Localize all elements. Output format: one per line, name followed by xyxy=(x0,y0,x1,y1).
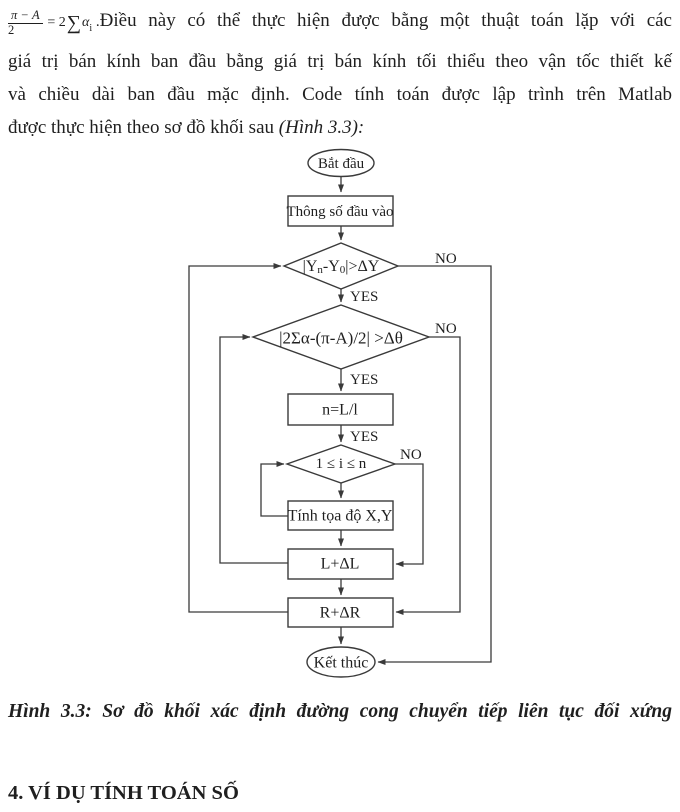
process-xy-label: Tính tọa độ X,Y xyxy=(288,508,393,525)
process-xy-node xyxy=(287,500,394,531)
process-n-node xyxy=(287,393,394,426)
figure-caption: Hình 3.3: Sơ đồ khối xác định đường cong… xyxy=(8,701,672,722)
decision1-sub-0: 0 xyxy=(340,264,346,276)
decision1-label: |Yn-Y0|>ΔY xyxy=(303,258,380,277)
decision1-sub-n: n xyxy=(317,264,323,276)
start-label: Bắt đầu xyxy=(318,156,365,172)
connector-loop-xy-decision3 xyxy=(260,461,288,517)
connector-no3 xyxy=(395,463,424,567)
fraction-numerator: π − A xyxy=(8,8,43,24)
end-node xyxy=(306,646,376,678)
connector-loop-r-decision1 xyxy=(188,263,288,613)
paragraph-line-3: và chiều dài ban đầu mặc định. Code tính… xyxy=(8,83,672,105)
process-n-label: n=L/l xyxy=(322,402,358,419)
connector-no1 xyxy=(377,265,492,665)
input-label: Thông số đầu vào xyxy=(286,204,393,220)
decision2-label: |2Σα-(π-A)/2| >Δθ xyxy=(279,329,403,348)
decision1-node xyxy=(282,242,400,290)
no3-label: NO xyxy=(400,447,422,463)
decision1-part2: -Y xyxy=(323,258,340,275)
no1-label: NO xyxy=(435,251,457,267)
fraction-denominator: 2 xyxy=(8,23,15,37)
decision2-node xyxy=(250,304,432,370)
figure-reference: (Hình 3.3): xyxy=(278,116,365,138)
formula-period: . xyxy=(92,14,100,30)
decision3-node xyxy=(284,444,398,484)
yes3-label: YES xyxy=(350,429,378,445)
alpha-subscript: i xyxy=(89,22,93,34)
paragraph-line-4: được thực hiện theo sơ đồ khối sau (Hình… xyxy=(8,111,672,144)
process-r-label: R+ΔR xyxy=(320,605,361,622)
process-l-node xyxy=(287,548,394,580)
start-node xyxy=(307,148,375,178)
yes2-label: YES xyxy=(350,372,378,388)
decision1-part1: |Y xyxy=(303,258,318,275)
connector-loop-l-decision2 xyxy=(219,334,288,564)
equals-term: = 2 xyxy=(47,15,66,30)
paragraph-line-2: giá trị bán kính ban đầu bằng giá trị bá… xyxy=(8,50,672,72)
decision3-label: 1 ≤ i ≤ n xyxy=(316,456,367,472)
end-label: Kết thúc xyxy=(314,655,369,672)
paragraph-text: Điều này có thể thực hiện được bằng một … xyxy=(99,10,672,31)
no2-label: NO xyxy=(435,321,457,337)
alpha-symbol: α xyxy=(82,15,90,30)
section-heading: 4. VÍ DỤ TÍNH TOÁN SỐ xyxy=(8,782,239,804)
decision1-part3: |>ΔY xyxy=(345,258,380,275)
process-r-node xyxy=(287,597,394,628)
sigma-symbol: ∑ xyxy=(66,12,82,34)
flowchart-figure: Bắt đầu Thông số đầu vào |Yn-Y0|>ΔY |2Σα… xyxy=(188,148,492,678)
paragraph-text: được thực hiện theo sơ đồ khối sau xyxy=(8,116,279,138)
input-node xyxy=(287,195,394,227)
connector-no2 xyxy=(395,336,461,615)
process-l-label: L+ΔL xyxy=(321,556,360,573)
yes1-label: YES xyxy=(350,289,378,305)
